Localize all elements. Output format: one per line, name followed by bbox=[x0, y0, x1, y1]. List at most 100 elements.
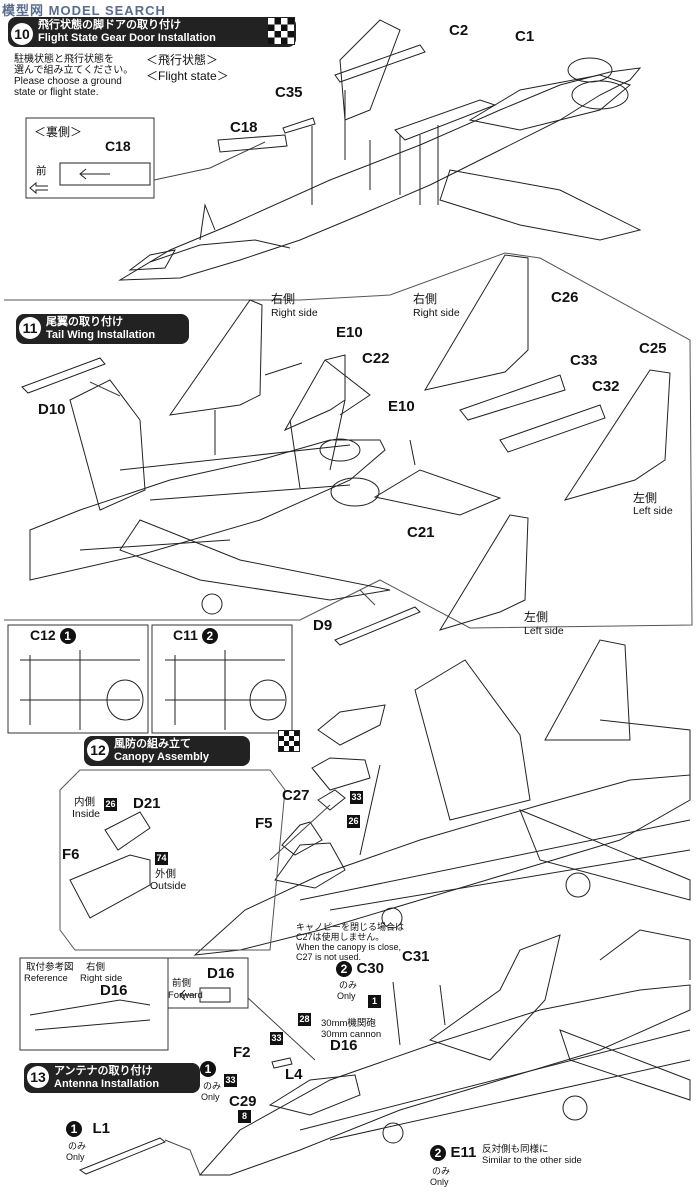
part-f6: F6 bbox=[62, 846, 80, 863]
number-1-icon: 1 bbox=[59, 628, 76, 645]
only-en-c30: Only bbox=[337, 991, 356, 1001]
part-c22: C22 bbox=[362, 350, 390, 367]
inset-c12: C12 1 bbox=[30, 627, 76, 645]
part-l4: L4 bbox=[285, 1066, 303, 1083]
c30-only-group: 2 C30 bbox=[336, 960, 384, 978]
f2-only-group: 1 bbox=[200, 1060, 216, 1078]
canopy-note-en: When the canopy is close, C27 is not use… bbox=[296, 942, 402, 962]
right-fin-left-panel bbox=[168, 299, 263, 416]
step13-title-en: Antenna Installation bbox=[54, 1078, 160, 1090]
part-c25: C25 bbox=[639, 340, 667, 357]
part-d16: D16 bbox=[330, 1037, 358, 1054]
step10-number-icon: 10 bbox=[11, 23, 33, 45]
choice-icon-2 bbox=[278, 730, 300, 752]
reference-jp: 取付参考図 bbox=[26, 962, 74, 973]
only-jp-e11: のみ bbox=[432, 1166, 451, 1176]
outside-jp: 外側 bbox=[155, 868, 176, 880]
left-side-jp-2: 左側 bbox=[524, 610, 549, 624]
outside-en: Outside bbox=[150, 880, 187, 892]
part-c35: C35 bbox=[275, 84, 303, 101]
paint-33-a: 33 bbox=[270, 1032, 283, 1045]
left-side-en-1: Left side bbox=[633, 505, 673, 517]
step12-banner: 12 風防の組み立て Canopy Assembly bbox=[84, 736, 250, 766]
step11-number-icon: 11 bbox=[19, 317, 41, 339]
part-c18: C18 bbox=[230, 119, 258, 136]
step11-title-en: Tail Wing Installation bbox=[46, 329, 156, 341]
step13-jet-drawing bbox=[198, 929, 691, 1176]
part-c27: C27 bbox=[282, 787, 310, 804]
step10-title-jp: 飛行状態の脚ドアの取り付け bbox=[38, 19, 181, 31]
part-c32: C32 bbox=[592, 378, 620, 395]
only-jp-l1: のみ bbox=[68, 1141, 87, 1151]
right-side-jp-2: 右側 bbox=[413, 292, 438, 306]
flight-state-jp: ＜飛行状態＞ bbox=[146, 53, 219, 67]
paint-26-b: 26 bbox=[347, 815, 360, 828]
forward-jp: 前側 bbox=[172, 978, 192, 989]
part-d10: D10 bbox=[38, 401, 66, 418]
part-d9: D9 bbox=[313, 617, 333, 634]
part-c21: C21 bbox=[407, 524, 435, 541]
ref-right-en: Right side bbox=[80, 973, 123, 984]
part-c1: C1 bbox=[515, 28, 535, 45]
step12-title-en: Canopy Assembly bbox=[114, 751, 209, 763]
flight-state-en: ＜Flight state＞ bbox=[146, 69, 229, 83]
step11-banner: 11 尾翼の取り付け Tail Wing Installation bbox=[16, 314, 189, 344]
number-1-icon-f2: 1 bbox=[200, 1060, 216, 1077]
number-2-icon: 2 bbox=[201, 628, 218, 645]
canopy-note-jp: キャノピーを閉じる場合は C27は使用しません。 bbox=[296, 922, 405, 942]
part-c29: C29 bbox=[229, 1093, 257, 1110]
part-d16-forward: D16 bbox=[207, 965, 235, 982]
part-c30: C30 bbox=[356, 960, 384, 977]
step10-title-en: Flight State Gear Door Installation bbox=[38, 32, 216, 44]
left-side-en-2: Left side bbox=[524, 625, 564, 637]
part-d21: D21 bbox=[133, 795, 161, 812]
number-2-icon-c30: 2 bbox=[336, 960, 352, 977]
inside-jp: 内側 bbox=[74, 796, 95, 808]
choice-icon bbox=[267, 17, 295, 45]
part-e10-b: E10 bbox=[388, 398, 415, 415]
step10-banner: 10 飛行状態の脚ドアの取り付け Flight State Gear Door … bbox=[8, 17, 296, 47]
step10-inset-box bbox=[25, 117, 155, 199]
front-label: 前 bbox=[36, 165, 47, 177]
ref-right-jp: 右側 bbox=[86, 962, 106, 973]
only-en-l1: Only bbox=[66, 1152, 85, 1162]
part-l1: L1 bbox=[92, 1120, 110, 1137]
part-d16-ref: D16 bbox=[100, 982, 128, 999]
canopy-part bbox=[317, 704, 386, 746]
reference-en: Reference bbox=[24, 973, 68, 984]
inset-back-side-label: ＜裏側＞ bbox=[34, 125, 83, 139]
part-e11: E11 bbox=[450, 1144, 477, 1161]
paint-26: 26 bbox=[104, 798, 117, 811]
paint-8: 8 bbox=[238, 1110, 251, 1123]
step12-number-icon: 12 bbox=[87, 739, 109, 761]
part-c2: C2 bbox=[449, 22, 469, 39]
paint-1: 1 bbox=[368, 995, 381, 1008]
step12-jet-drawing bbox=[193, 639, 691, 956]
similar-jp: 反対側も同様に bbox=[482, 1144, 549, 1155]
paint-33: 33 bbox=[350, 791, 363, 804]
forward-en: Forward bbox=[168, 990, 203, 1001]
cannon-en: 30mm cannon bbox=[321, 1029, 382, 1040]
inside-en: Inside bbox=[72, 808, 101, 820]
cannon-jp: 30mm機関砲 bbox=[321, 1018, 376, 1029]
similar-en: Similar to the other side bbox=[482, 1155, 582, 1166]
l1-group: 1 L1 bbox=[66, 1120, 110, 1138]
step10-jet-drawing bbox=[118, 19, 642, 281]
right-side-en-1: Right side bbox=[271, 307, 318, 319]
left-side-jp-1: 左側 bbox=[633, 491, 658, 505]
step10-note-en: Please choose a ground state or flight s… bbox=[14, 76, 122, 98]
only-jp-f2: のみ bbox=[203, 1081, 222, 1091]
paint-33-b: 33 bbox=[224, 1074, 237, 1087]
part-c31: C31 bbox=[402, 948, 430, 965]
only-jp-c30: のみ bbox=[339, 980, 358, 990]
step11-jet-drawing bbox=[29, 379, 391, 615]
part-c33: C33 bbox=[570, 352, 598, 369]
step11-title-jp: 尾翼の取り付け bbox=[46, 316, 123, 328]
step13-banner: 13 アンテナの取り付け Antenna Installation bbox=[24, 1063, 200, 1093]
step13-number-icon: 13 bbox=[27, 1066, 49, 1088]
paint-74: 74 bbox=[155, 852, 168, 865]
c18-part-outline bbox=[59, 162, 151, 186]
inset-c11: C11 2 bbox=[173, 627, 218, 645]
part-f5: F5 bbox=[255, 815, 273, 832]
